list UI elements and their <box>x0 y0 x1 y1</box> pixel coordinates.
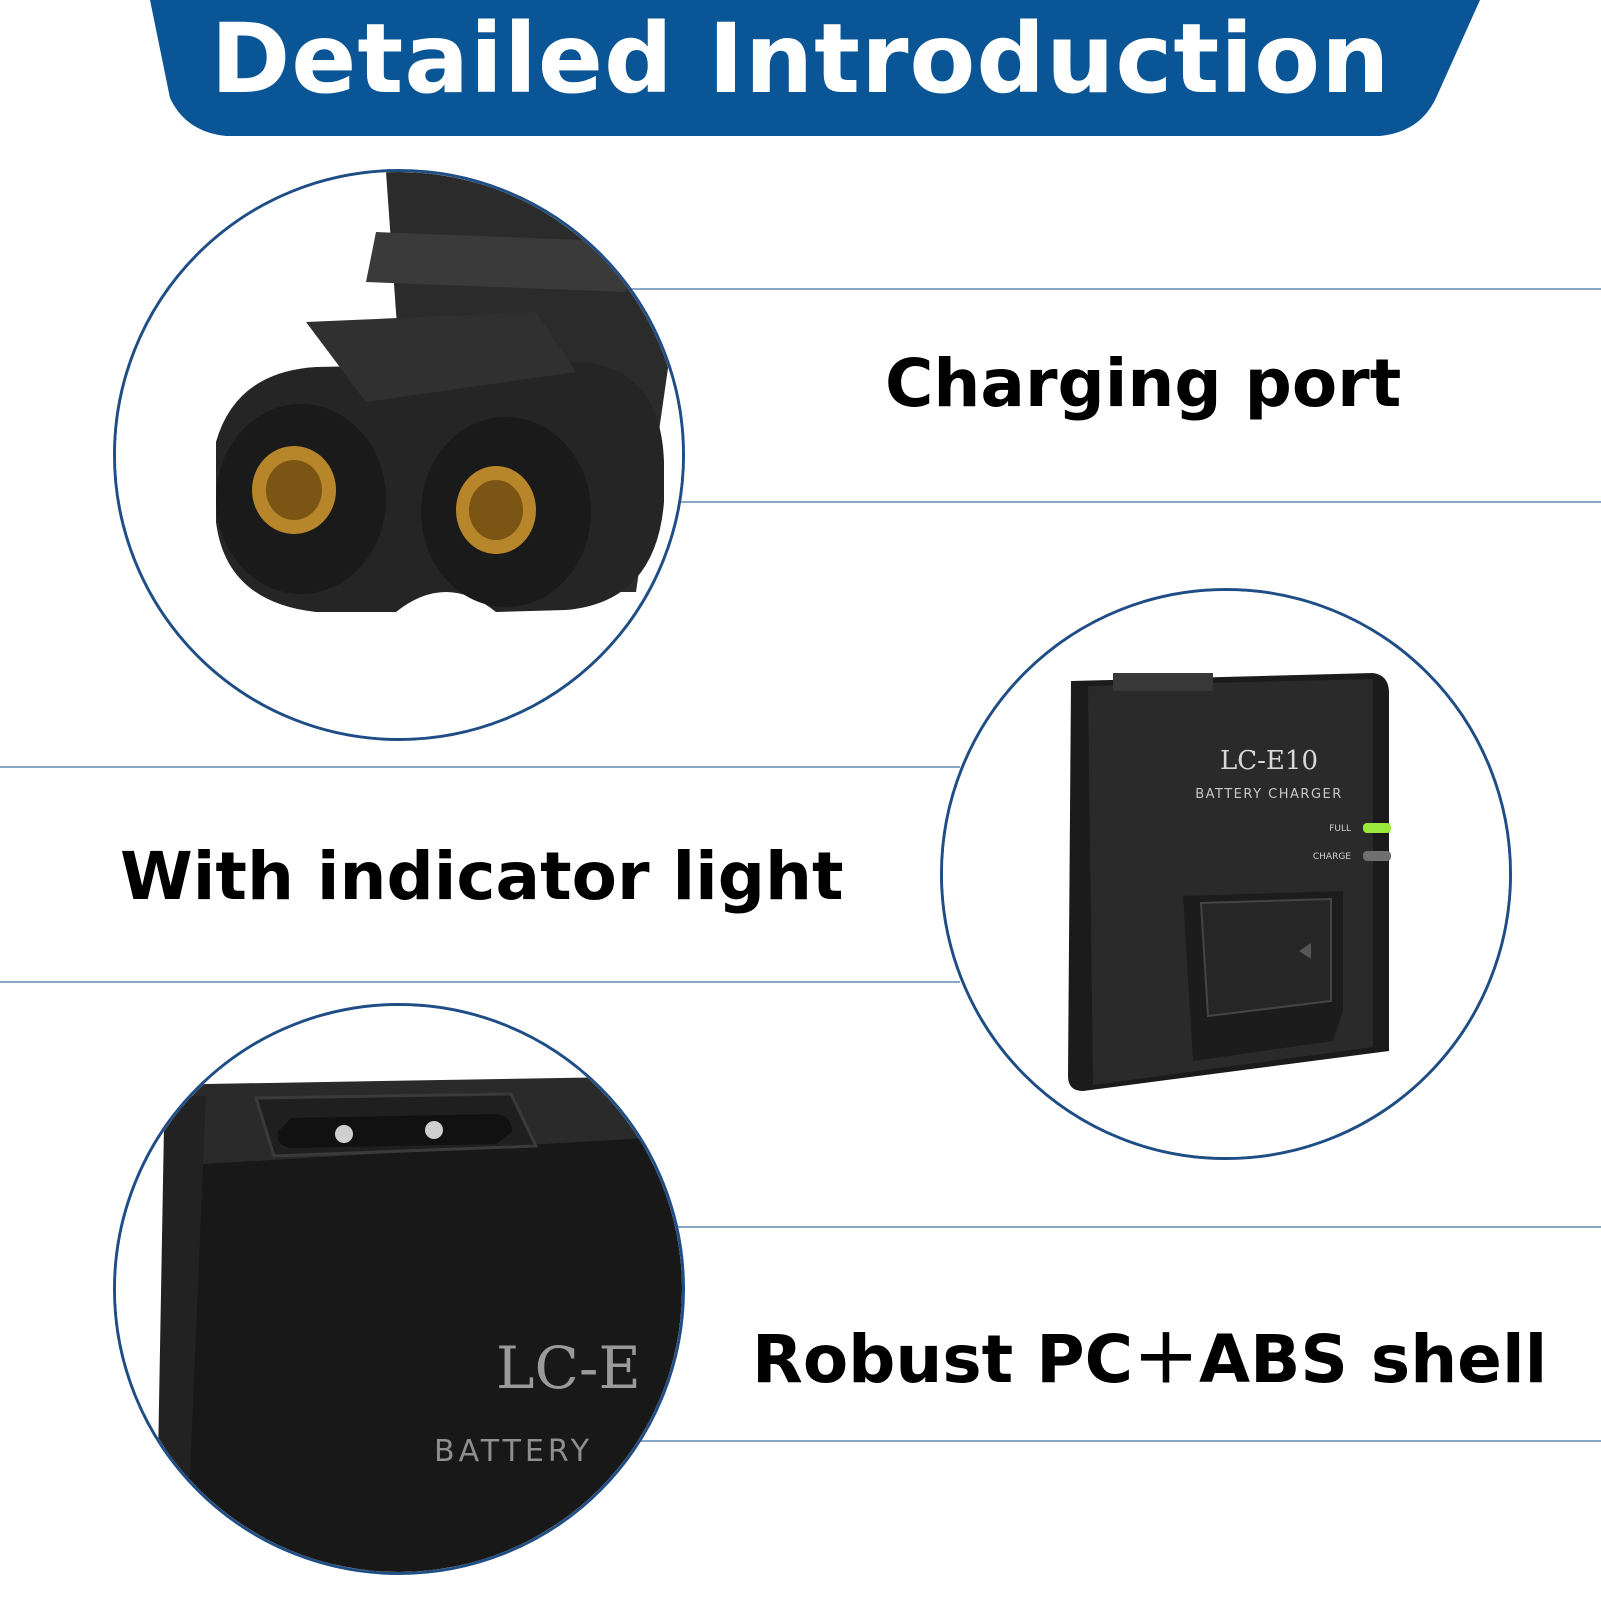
full-led-indicator <box>1363 823 1391 833</box>
battery-charger-icon: LC-E10 BATTERY CHARGER FULL CHARGE <box>943 591 1509 1157</box>
shell-closeup-photo: LC-E BATTERY <box>113 1003 685 1575</box>
feature-label-shell: Robust PC＋ABS shell <box>752 1321 1548 1398</box>
shell-model-text: LC-E <box>496 1334 641 1402</box>
shell-subtitle-text: BATTERY <box>434 1434 593 1469</box>
charger-subtitle-text: BATTERY CHARGER <box>1195 787 1343 802</box>
divider-line <box>560 288 1601 290</box>
feature-label-charging-port: Charging port <box>885 345 1402 422</box>
divider-line <box>560 1440 1601 1442</box>
divider-line <box>0 766 960 768</box>
divider-line <box>660 1226 1601 1228</box>
figure-8-plug-icon <box>116 172 682 738</box>
feature-label-indicator-light: With indicator light <box>120 838 844 915</box>
banner-shape <box>150 0 1480 136</box>
page-title: Detailed Introduction <box>210 3 1391 115</box>
divider-line <box>0 981 960 983</box>
divider-line <box>660 501 1601 503</box>
charger-shell-icon: LC-E BATTERY <box>116 1006 682 1572</box>
charging-port-photo <box>113 169 685 741</box>
indicator-charge-label: CHARGE <box>1313 852 1351 862</box>
header-banner: Detailed Introduction <box>0 0 1601 140</box>
indicator-full-label: FULL <box>1329 824 1351 834</box>
charger-photo: LC-E10 BATTERY CHARGER FULL CHARGE <box>940 588 1512 1160</box>
charger-model-text: LC-E10 <box>1220 746 1318 776</box>
